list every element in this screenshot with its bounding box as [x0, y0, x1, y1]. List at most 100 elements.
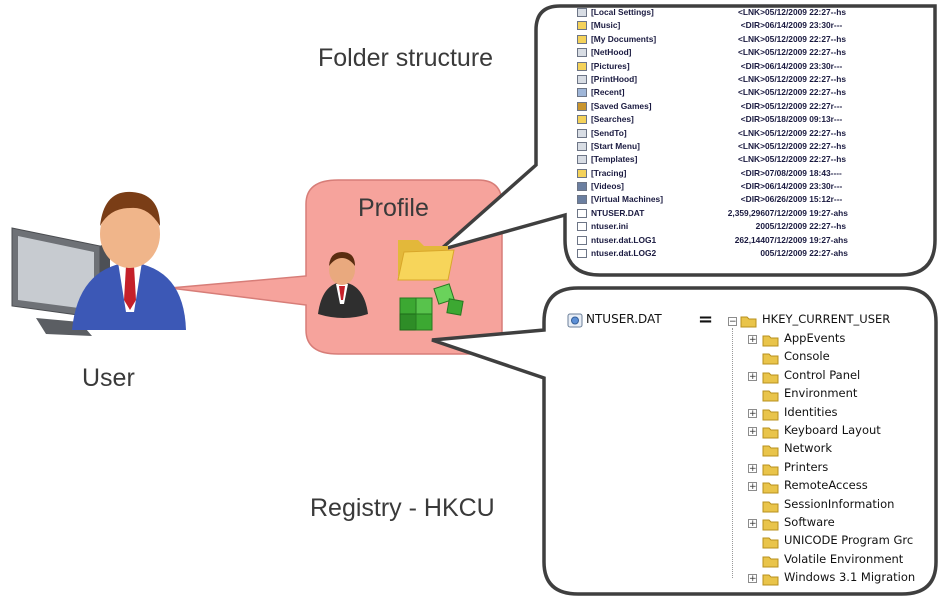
root-expander[interactable]: − [728, 317, 737, 327]
registry-folder-icon [762, 556, 779, 568]
registry-callout [431, 286, 938, 596]
folder-item-size: <DIR> [740, 194, 765, 205]
registry-key-label[interactable]: Keyboard Layout [784, 423, 881, 437]
folder-item-name: [PrintHood] [591, 73, 638, 84]
folder-item-date: 05/12/2009 22:27--hs [765, 154, 847, 165]
registry-expander[interactable]: + [748, 408, 757, 419]
folder-item-size: <LNK> [738, 73, 765, 84]
registry-key-label[interactable]: SessionInformation [784, 496, 895, 511]
folder-item-size: <LNK> [738, 7, 765, 17]
registry-key-label[interactable]: Software [784, 515, 835, 529]
folder-listing-row[interactable]: [Searches]<DIR>05/18/2009 09:13r--- [571, 113, 921, 126]
folder-listing: [Local Settings]<LNK>05/12/2009 22:27--h… [571, 6, 921, 262]
folder-item-name: ntuser.dat.LOG2 [591, 248, 657, 259]
folder-listing-row[interactable]: [Tracing]<DIR>07/08/2009 18:43---- [571, 167, 921, 180]
folder-item-name: [Templates] [591, 154, 638, 165]
registry-folder-icon [762, 482, 779, 494]
folder-item-name: [Searches] [591, 114, 634, 125]
folder-item-size: <DIR> [740, 100, 765, 111]
folder-listing-row[interactable]: [Saved Games] <DIR>05/12/2009 22:27r--- [571, 100, 921, 113]
file-icon [577, 222, 587, 232]
folder-item-date: 05/12/2009 22:27--hs [765, 47, 847, 58]
folder-listing-row[interactable]: [Templates]<LNK>05/12/2009 22:27--hs [571, 153, 921, 166]
folder-item-name: [Virtual Machines] [591, 194, 663, 205]
folder-listing-row[interactable]: [SendTo]<LNK>05/12/2009 22:27--hs [571, 127, 921, 140]
registry-key-label[interactable]: Console [784, 349, 830, 364]
folder-item-size: <DIR> [740, 181, 765, 192]
folder-item-size: <LNK> [738, 140, 765, 151]
registry-expander[interactable]: + [748, 335, 757, 345]
file-icon [577, 235, 587, 245]
registry-root-label[interactable]: HKEY_CURRENT_USER [762, 312, 891, 326]
folder-item-name: [Pictures] [591, 60, 630, 71]
folder-item-size: <LNK> [738, 47, 765, 58]
folder-item-size: 262,144 [734, 234, 765, 245]
folder-item-name: [Music] [591, 20, 621, 31]
folder-listing-row[interactable]: [PrintHood] <LNK>05/12/2009 22:27--hs [571, 73, 921, 86]
folder-listing-row[interactable]: [Pictures] <DIR>06/14/2009 23:30r--- [571, 60, 921, 73]
equals-sign: = [698, 309, 714, 330]
folder-icon [577, 168, 587, 178]
folder-item-date: 05/12/2009 22:27--hs [765, 127, 847, 138]
root-folder-icon [740, 316, 757, 328]
registry-key-label[interactable]: RemoteAccess [784, 478, 868, 493]
folder-item-name: ntuser.ini [591, 221, 629, 232]
folder-listing-row[interactable]: [My Documents]<LNK>05/12/2009 22:27--hs [571, 33, 921, 46]
folder-item-size: <DIR> [740, 20, 765, 31]
folder-listing-row[interactable]: [Start Menu]<LNK>05/12/2009 22:27--hs [571, 140, 921, 153]
registry-hkcu-label: Registry - HKCU [310, 494, 495, 522]
registry-key-label[interactable]: AppEvents [784, 331, 846, 345]
folder-listing-row[interactable]: [Videos]<DIR>06/14/2009 23:30r--- [571, 180, 921, 193]
folder-item-size: 0 [760, 248, 765, 259]
registry-folder-icon [762, 501, 779, 513]
registry-key-label[interactable]: Control Panel [784, 367, 861, 382]
registry-expander[interactable]: + [748, 371, 757, 382]
registry-folder-icon [762, 519, 779, 531]
file-icon [577, 208, 587, 218]
folder-structure-callout [438, 4, 937, 277]
tree-line [732, 328, 733, 578]
monitor-icon [11, 227, 110, 336]
registry-key-label[interactable]: Volatile Environment [784, 551, 904, 566]
registry-expander[interactable]: + [748, 574, 757, 585]
folder-structure-label: Folder structure [318, 44, 494, 72]
folder-item-date: 06/26/2009 15:12r--- [765, 194, 843, 205]
shortcut-icon [577, 128, 587, 138]
registry-key-label[interactable]: Environment [784, 386, 858, 401]
folder-listing-row[interactable]: [Recent]<LNK>05/12/2009 22:27--hs [571, 86, 921, 99]
folder-item-date: 07/12/2009 19:27-ahs [765, 234, 848, 245]
profile-label: Profile [358, 194, 429, 222]
folder-item-size: <DIR> [740, 114, 765, 125]
folder-listing-row[interactable]: [Music]<DIR>06/14/2009 23:30r--- [571, 19, 921, 32]
folder-item-name: [Saved Games] [591, 100, 652, 111]
registry-key-label[interactable]: Network [784, 441, 833, 456]
registry-key-label[interactable]: Identities [784, 404, 838, 419]
folder-item-size: <DIR> [740, 167, 765, 178]
folder-item-date: 05/12/2009 22:27-ahs [765, 248, 848, 259]
registry-expander[interactable]: + [748, 519, 757, 529]
folder-item-size: 2,359,296 [727, 207, 765, 218]
registry-key-label[interactable]: Windows 3.1 Migration [784, 570, 916, 585]
registry-expander[interactable]: + [748, 482, 757, 493]
folder-listing-row[interactable]: [Local Settings]<LNK>05/12/2009 22:27--h… [571, 6, 921, 19]
shortcut-icon [577, 155, 587, 165]
registry-expander[interactable]: + [748, 427, 757, 437]
folder-item-date: 05/12/2009 22:27--hs [765, 73, 847, 84]
folder-item-date: 05/12/2009 22:27r--- [765, 100, 843, 111]
folder-item-size: <DIR> [740, 60, 765, 71]
folder-item-date: 06/14/2009 23:30r--- [765, 60, 843, 71]
registry-key-label[interactable]: UNICODE Program Grc [784, 533, 914, 548]
folder-item-date: 07/12/2009 19:27-ahs [765, 207, 848, 218]
folder-item-name: [Recent] [591, 87, 625, 98]
registry-expander[interactable]: + [748, 463, 757, 474]
folder-listing-row[interactable]: [Virtual Machines] <DIR>06/26/2009 15:12r… [571, 193, 921, 206]
folder-listing-row[interactable]: [NetHood]<LNK>05/12/2009 22:27--hs [571, 46, 921, 59]
shortcut-icon [577, 74, 587, 84]
folder-item-size: <LNK> [738, 87, 765, 98]
registry-key-label[interactable]: Printers [784, 459, 829, 474]
